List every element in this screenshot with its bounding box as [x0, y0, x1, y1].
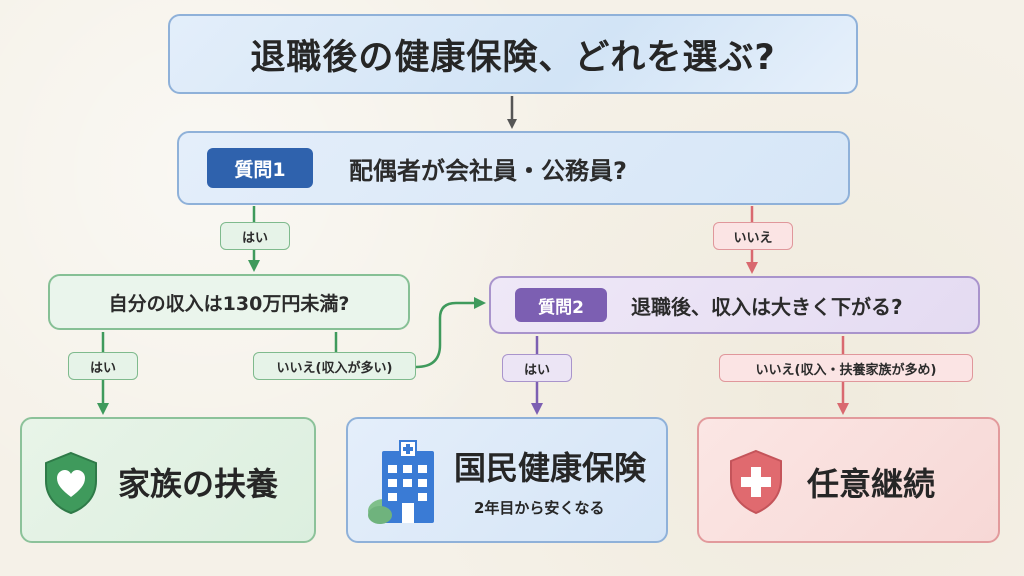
income-question-text: 自分の収入は130万円未満? [108, 292, 350, 315]
q1-no-label: いいえ [713, 222, 793, 250]
shield-cross-icon [730, 449, 782, 515]
income-question-box: 自分の収入は130万円未満? [48, 274, 410, 330]
q2-no-label: いいえ(収入・扶養家族が多め) [719, 354, 973, 382]
page-title: 退職後の健康保険、どれを選ぶ? [250, 37, 776, 78]
result-voluntary-box: 任意継続 [697, 417, 1000, 543]
income-yes-label: はい [68, 352, 138, 380]
income-no-label: いいえ(収入が多い) [253, 352, 416, 380]
question2-badge: 質問2 [515, 288, 607, 322]
question1-box: 質問1 配偶者が会社員・公務員? [177, 131, 850, 205]
result-national-subtitle: 2年目から安くなる [474, 499, 605, 517]
q1-yes-label: はい [220, 222, 290, 250]
result-family-title: 家族の扶養 [118, 465, 279, 503]
question1-text: 配偶者が会社員・公務員? [349, 156, 627, 185]
result-voluntary-title: 任意継続 [807, 465, 936, 503]
arrow-income-no-to-q2 [415, 297, 486, 369]
title-box: 退職後の健康保険、どれを選ぶ? [168, 14, 858, 94]
question2-box: 質問2 退職後、収入は大きく下がる? [489, 276, 980, 334]
result-national-box: 国民健康保険 2年目から安くなる [346, 417, 668, 543]
q2-yes-label: はい [502, 354, 572, 382]
shield-heart-icon [45, 451, 97, 515]
question2-text: 退職後、収入は大きく下がる? [631, 294, 903, 319]
question1-badge: 質問1 [207, 148, 313, 188]
result-national-title: 国民健康保険 [454, 449, 647, 487]
hospital-building-icon [368, 440, 434, 524]
result-family-box: 家族の扶養 [20, 417, 316, 543]
